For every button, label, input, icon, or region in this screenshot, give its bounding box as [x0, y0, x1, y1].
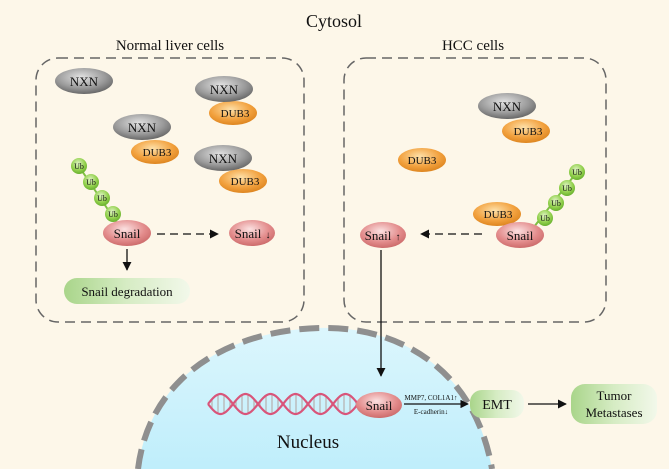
nxn-dub3-complex: DUB3 NXN [194, 145, 267, 193]
nxn-label: NXN [210, 82, 239, 97]
dna-strand [207, 392, 358, 416]
nuclear-envelope [135, 324, 495, 469]
nuclear-snail-protein: Snail [356, 392, 402, 418]
dub3-label: DUB3 [143, 147, 172, 159]
snail-label: Snail [235, 226, 262, 241]
dub3-label: DUB3 [231, 176, 260, 188]
emt-label: EMT [482, 398, 512, 413]
snail-degradation-box: Snail degradation [64, 278, 190, 304]
snail-label: Snail [366, 398, 393, 413]
nucleus-label: Nucleus [277, 432, 339, 453]
dub3-snail-complex: DUB3 Snail [473, 202, 544, 248]
nxn-dub3-complex: DUB3 NXN [478, 93, 550, 143]
svg-text:Ub: Ub [562, 184, 572, 193]
e-cadherin-label: E-cadherin↓ [414, 408, 448, 416]
dub3-label: DUB3 [221, 108, 250, 120]
emt-box: EMT [470, 390, 524, 418]
tumor-label: Tumor [597, 388, 633, 403]
dub3-protein: DUB3 [398, 148, 446, 172]
ubiquitin: Ub [105, 206, 121, 222]
ubiquitin: Ub [548, 195, 564, 211]
svg-text:Ub: Ub [540, 214, 550, 223]
snail-degradation-label: Snail degradation [81, 284, 173, 299]
ubiquitin: Ub [83, 174, 99, 190]
ubiquitin-chain: Ub Ub Ub Ub [71, 158, 124, 233]
nxn-dub3-complex: DUB3 NXN [113, 114, 179, 164]
snail-label: Snail [507, 228, 534, 243]
snail-protein: Snail [103, 220, 151, 246]
mmp7-col1a1-label: MMP7, COL1A1↑ [405, 394, 458, 402]
metastases-label: Metastases [585, 405, 642, 420]
svg-text:Ub: Ub [74, 162, 84, 171]
snail-increased: Snail ↑ [360, 222, 406, 248]
nxn-protein: NXN [55, 68, 113, 94]
snail-decreased: Snail ↓ [229, 220, 275, 246]
hcc-cells-panel [343, 57, 607, 323]
nxn-label: NXN [493, 99, 522, 114]
nucleus-region [138, 327, 492, 469]
cytosol-title: Cytosol [306, 11, 362, 31]
svg-text:Ub: Ub [86, 178, 96, 187]
nxn-label: NXN [209, 151, 238, 166]
ubiquitin: Ub [94, 190, 110, 206]
normal-liver-cells-panel [35, 57, 305, 323]
dub3-label: DUB3 [484, 209, 513, 221]
nxn-label: NXN [128, 120, 157, 135]
dub3-label: DUB3 [514, 126, 543, 138]
ubiquitin: Ub [537, 210, 553, 226]
svg-text:Ub: Ub [97, 194, 107, 203]
ubiquitin-chain: Ub Ub Ub Ub [529, 164, 585, 233]
snail-label: Snail [114, 226, 141, 241]
hcc-cells-title: HCC cells [442, 38, 504, 54]
normal-liver-cells-title: Normal liver cells [116, 38, 224, 54]
ubiquitin: Ub [559, 180, 575, 196]
dna-helix [207, 392, 358, 416]
nxn-dub3-complex: DUB3 NXN [195, 76, 257, 125]
nxn-label: NXN [70, 74, 99, 89]
dub3-label: DUB3 [408, 155, 437, 167]
up-arrow-icon: ↑ [396, 232, 401, 243]
svg-text:Ub: Ub [108, 210, 118, 219]
tumor-metastases-box: Tumor Metastases [571, 384, 657, 424]
snail-label: Snail [365, 228, 392, 243]
svg-text:Ub: Ub [551, 199, 561, 208]
svg-text:Ub: Ub [572, 168, 582, 177]
ubiquitin: Ub [569, 164, 585, 180]
ubiquitin: Ub [71, 158, 87, 174]
down-arrow-icon: ↓ [266, 230, 271, 241]
